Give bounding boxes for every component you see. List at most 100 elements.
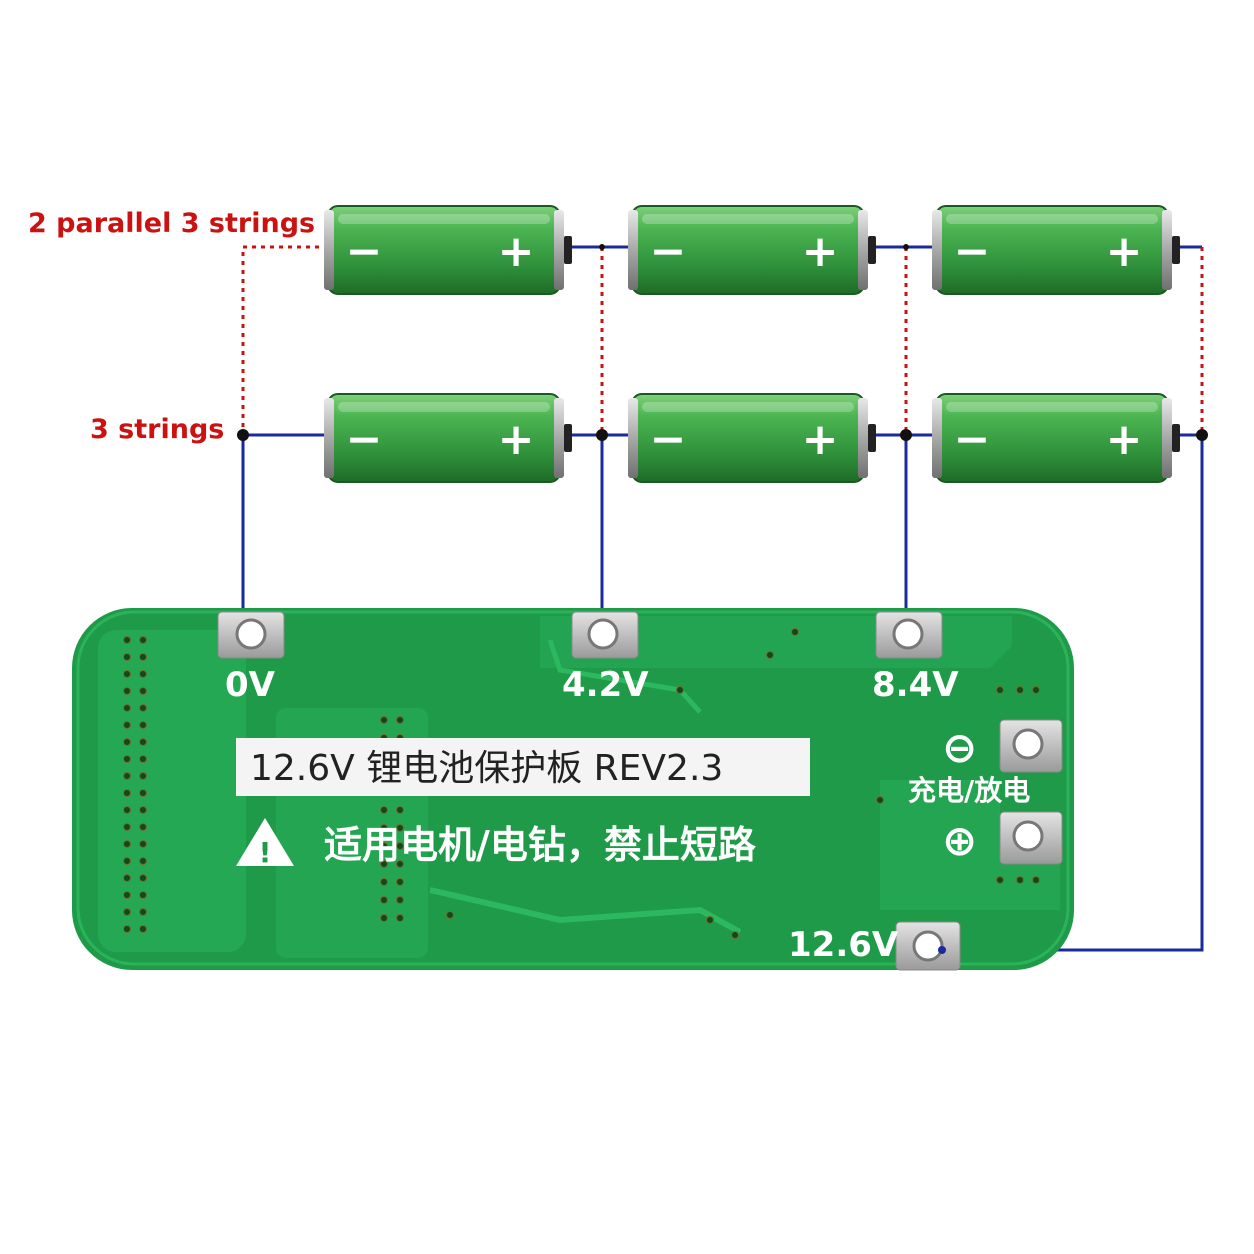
pad-label-0v: 0V — [225, 665, 276, 705]
via — [791, 628, 799, 636]
via — [396, 824, 404, 832]
battery-cell: −+ — [324, 393, 572, 483]
battery-terminal — [868, 424, 876, 452]
battery-negative-cap — [628, 398, 638, 478]
via — [1032, 686, 1040, 694]
via — [996, 686, 1004, 694]
via — [139, 925, 147, 933]
via — [123, 636, 131, 644]
minus-symbol: ⊖ — [942, 723, 977, 772]
via — [396, 716, 404, 724]
via — [139, 704, 147, 712]
pcb-copper-area — [268, 616, 1012, 668]
via — [139, 891, 147, 899]
pad-0v — [217, 611, 285, 659]
via — [1016, 686, 1024, 694]
battery-plus-sign: + — [802, 226, 839, 277]
battery-plus-sign: + — [498, 414, 535, 465]
via — [123, 755, 131, 763]
battery-terminal — [1172, 236, 1180, 264]
via — [396, 806, 404, 814]
pad-label-4v2: 4.2V — [562, 665, 649, 705]
via — [139, 687, 147, 695]
via — [731, 931, 739, 939]
series-label: 3 strings — [90, 414, 224, 445]
pad-8v4 — [875, 611, 943, 659]
via — [996, 876, 1004, 884]
parallel-label: 2 parallel 3 strings — [28, 208, 315, 239]
via — [123, 840, 131, 848]
battery-highlight — [946, 214, 1158, 224]
via — [139, 857, 147, 865]
via — [123, 806, 131, 814]
junction-dot — [903, 244, 909, 250]
battery-highlight — [642, 214, 854, 224]
battery-negative-cap — [324, 210, 334, 290]
battery-positive-cap — [554, 210, 564, 290]
warning-icon-mark: ! — [259, 836, 272, 869]
via — [396, 878, 404, 886]
battery-terminal — [564, 236, 572, 264]
via — [123, 721, 131, 729]
pcb-copper-area — [98, 630, 246, 952]
pad-label-12v6: 12.6V — [788, 925, 899, 965]
via — [446, 911, 454, 919]
junction-dot — [596, 429, 608, 441]
battery-minus-sign: − — [346, 226, 383, 277]
battery-cell: −+ — [932, 205, 1180, 295]
battery-terminal — [868, 236, 876, 264]
via — [380, 860, 388, 868]
via — [396, 842, 404, 850]
via — [1016, 876, 1024, 884]
via — [123, 789, 131, 797]
pad-plus — [999, 811, 1063, 865]
via — [123, 874, 131, 882]
via — [139, 908, 147, 916]
via — [123, 653, 131, 661]
plus-symbol: ⊕ — [942, 816, 977, 865]
via — [380, 842, 388, 850]
battery-array: −+−+−+−+−+−+ — [324, 205, 1180, 483]
via — [123, 908, 131, 916]
battery-cell: −+ — [628, 205, 876, 295]
via — [139, 636, 147, 644]
via — [380, 716, 388, 724]
via — [139, 755, 147, 763]
battery-minus-sign: − — [954, 414, 991, 465]
pad-hole — [1012, 728, 1044, 760]
battery-highlight — [946, 402, 1158, 412]
pcb-copper-area — [880, 780, 1060, 910]
battery-positive-cap — [1162, 398, 1172, 478]
pad-hole — [587, 618, 619, 650]
pad-hole — [912, 930, 944, 962]
via — [123, 857, 131, 865]
battery-minus-sign: − — [650, 226, 687, 277]
pcb-warning: 适用电机/电钻，禁止短路 — [324, 823, 757, 867]
parallel-links — [241, 245, 1204, 435]
junction-dot — [237, 429, 249, 441]
junction-dot — [599, 244, 605, 250]
battery-terminal — [564, 424, 572, 452]
pcb-trace — [429, 887, 742, 935]
via — [123, 687, 131, 695]
junction-dot — [938, 946, 946, 954]
pcb-title-box — [236, 738, 810, 796]
pad-4v2 — [571, 611, 639, 659]
via — [123, 823, 131, 831]
pad-label-8v4: 8.4V — [872, 665, 959, 705]
battery-plus-sign: + — [1106, 414, 1143, 465]
via — [139, 670, 147, 678]
battery-negative-cap — [324, 398, 334, 478]
battery-highlight — [642, 402, 854, 412]
junction-dot — [900, 429, 912, 441]
via — [123, 772, 131, 780]
battery-cell: −+ — [932, 393, 1180, 483]
pad-hole — [235, 618, 267, 650]
via — [139, 772, 147, 780]
via — [676, 686, 684, 694]
via — [139, 840, 147, 848]
via — [766, 651, 774, 659]
battery-positive-cap — [1162, 210, 1172, 290]
battery-highlight — [338, 214, 550, 224]
